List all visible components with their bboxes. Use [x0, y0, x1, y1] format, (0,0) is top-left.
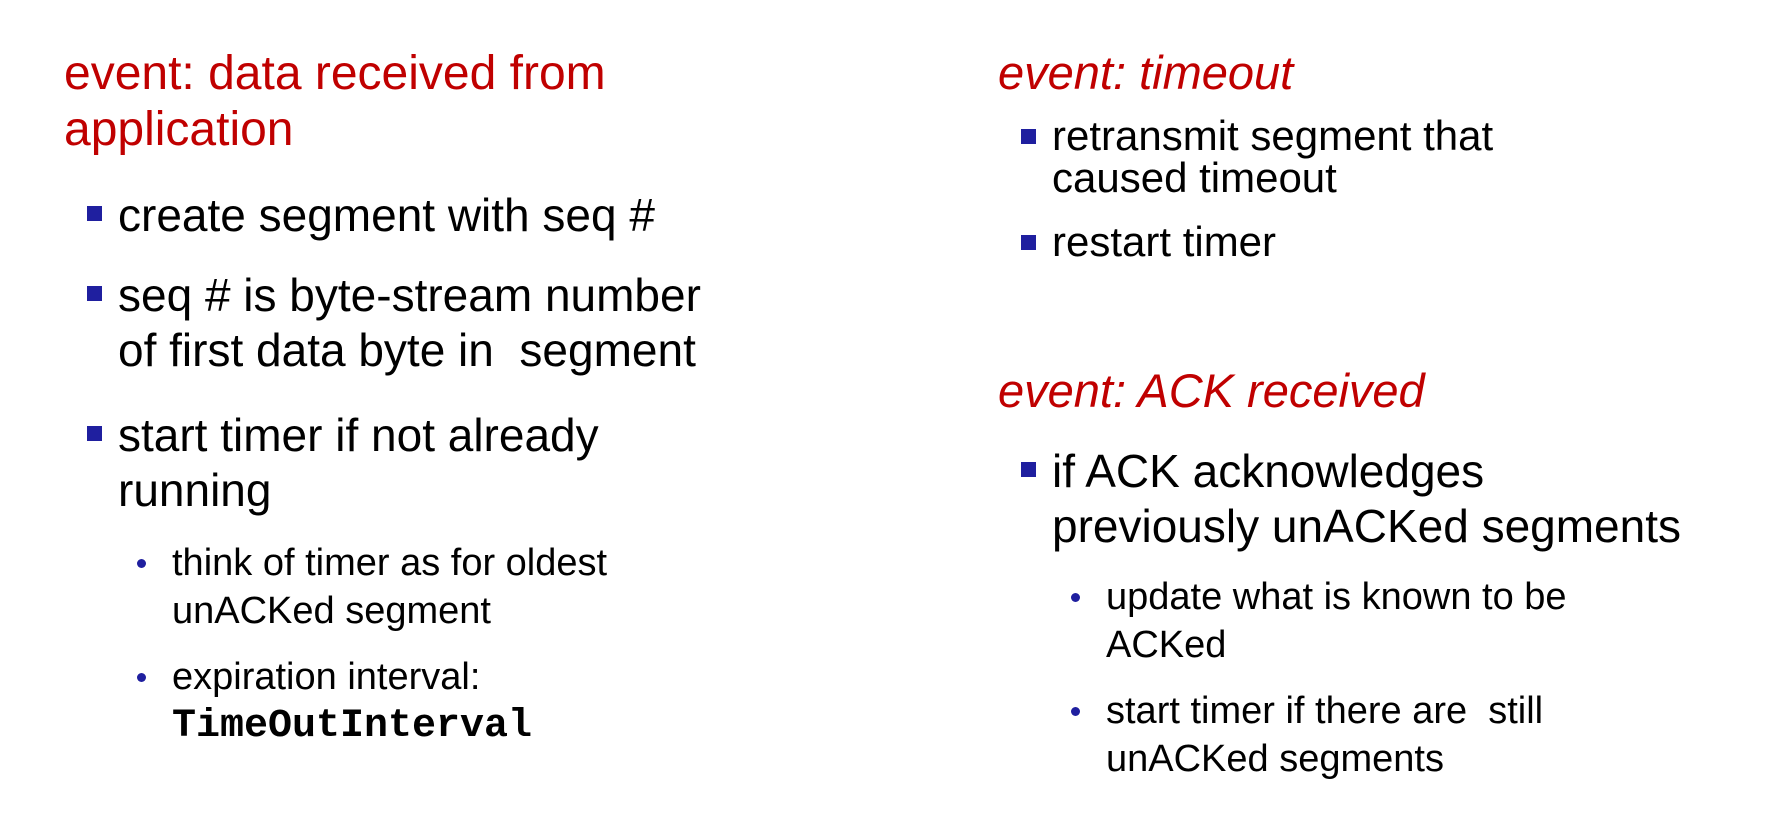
square-bullet-icon — [1021, 462, 1036, 477]
left-subbullet-expiration: expiration interval: TimeOutInterval — [137, 654, 533, 752]
left-bullet-start-timer: start timer if not already running — [87, 408, 599, 518]
left-heading-line1: event: data received from — [64, 47, 606, 100]
left-subbullet-oldest: think of timer as for oldest unACKed seg… — [137, 540, 607, 635]
left-heading: event: data received from application — [64, 46, 606, 157]
round-bullet-icon — [1071, 593, 1080, 602]
timeout-interval-code: TimeOutInterval — [172, 703, 533, 749]
timeout-heading: event: timeout — [998, 46, 1294, 99]
round-bullet-icon — [137, 559, 146, 568]
round-bullet-icon — [137, 673, 146, 682]
ack-subbullet-update: update what is known to be ACKed — [1071, 574, 1567, 669]
left-bullet-seq-number: seq # is byte-stream number of first dat… — [87, 268, 701, 378]
ack-bullet-acknowledges: if ACK acknowledges previously unACKed s… — [1021, 444, 1681, 554]
square-bullet-icon — [1021, 129, 1036, 144]
ack-heading: event: ACK received — [998, 364, 1425, 417]
round-bullet-icon — [1071, 707, 1080, 716]
ack-subbullet-start-timer: start timer if there are still unACKed s… — [1071, 688, 1543, 783]
square-bullet-icon — [87, 206, 102, 221]
timeout-bullet-restart: restart timer — [1021, 221, 1276, 263]
square-bullet-icon — [1021, 235, 1036, 250]
square-bullet-icon — [87, 286, 102, 301]
timeout-bullet-retransmit: retransmit segment that caused timeout — [1021, 115, 1493, 199]
left-heading-line2: application — [64, 102, 294, 156]
square-bullet-icon — [87, 426, 102, 441]
left-bullet-create-segment: create segment with seq # — [87, 188, 655, 243]
